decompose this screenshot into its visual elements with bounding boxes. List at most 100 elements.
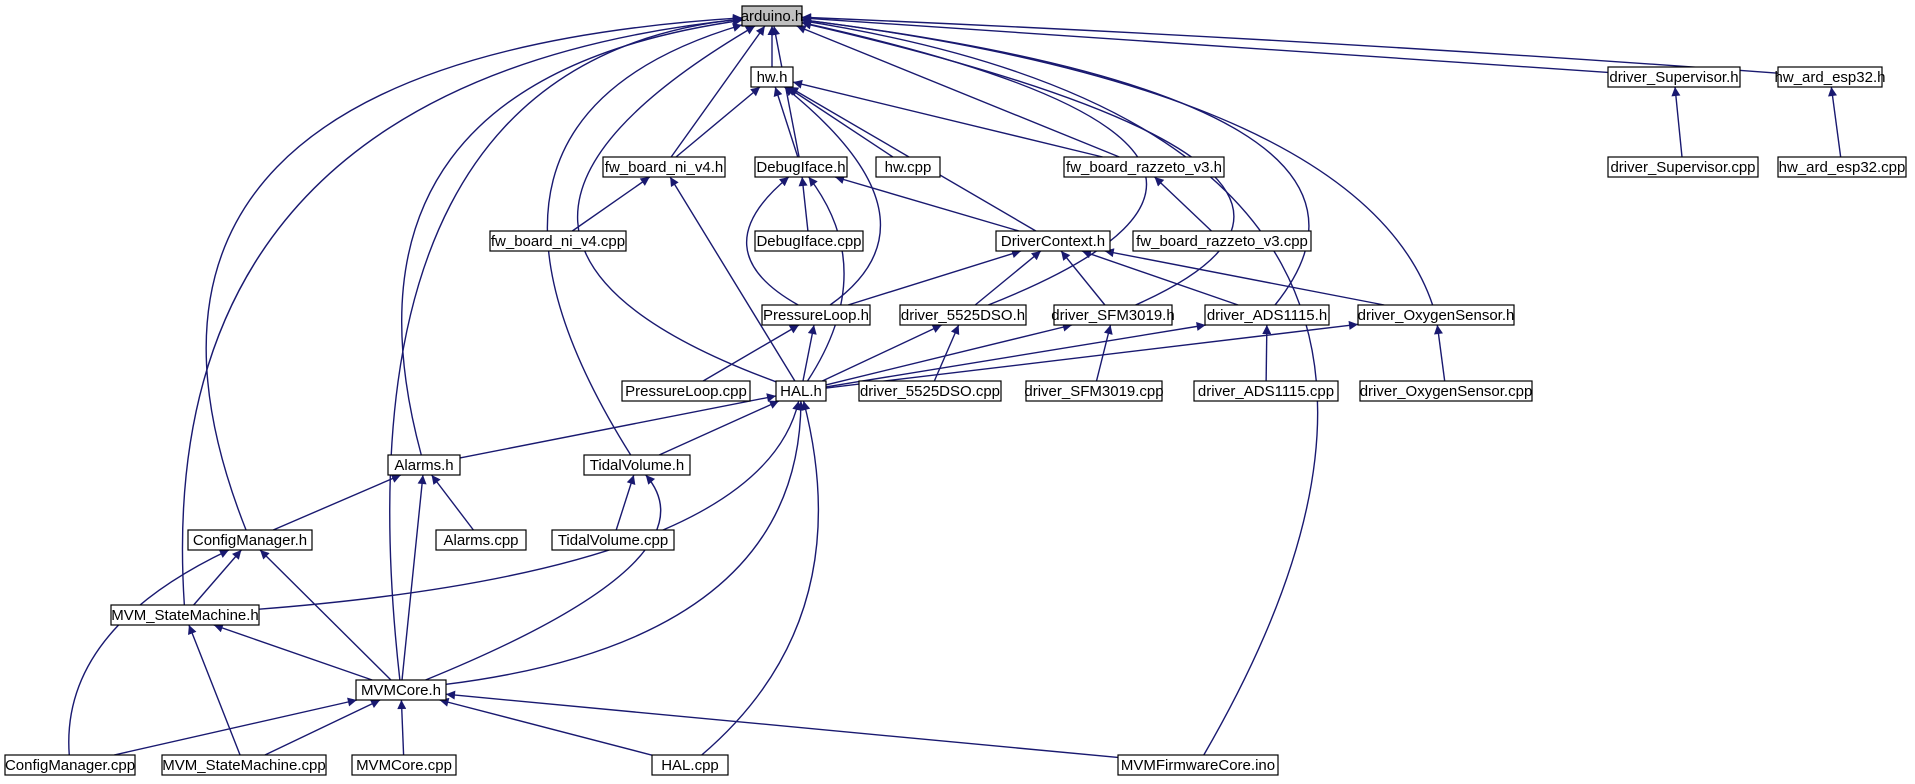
node-driver-supervisor-cpp[interactable]: driver_Supervisor.cpp	[1607, 156, 1759, 178]
node-driver-supervisor-h[interactable]: driver_Supervisor.h	[1607, 66, 1741, 88]
node-fw-board-ni-v4-cpp[interactable]: fw_board_ni_v4.cpp	[489, 230, 627, 252]
edge-mvm-statemachine-h-to-arduino-h	[181, 15, 743, 606]
edge-hal-h-to-driver-ads1115-h	[825, 322, 1206, 388]
node-box	[1607, 156, 1759, 178]
node-label: MVM_StateMachine.cpp	[162, 757, 325, 774]
edge-hal-h-to-driver-sfm3019-h	[825, 322, 1073, 386]
node-box	[775, 380, 827, 402]
node-label: hw.cpp	[885, 159, 932, 176]
edge-driver-oxygensensor-h-to-arduino-h	[801, 16, 1434, 306]
node-label: DebugIface.h	[756, 159, 845, 176]
node-label: driver_OxygenSensor.h	[1358, 307, 1515, 324]
edge-fw-board-razzeto-v3-cpp-to-fw-board-razzeto-v3-h	[1154, 176, 1212, 232]
node-driver-oxygensensor-h[interactable]: driver_OxygenSensor.h	[1357, 304, 1515, 326]
node-box	[899, 304, 1027, 326]
node-arduino-h[interactable]: arduino.h	[741, 5, 804, 27]
node-hw-ard-esp32-h[interactable]: hw_ard_esp32.h	[1775, 66, 1886, 88]
node-hw-h[interactable]: hw.h	[750, 66, 794, 88]
node-alarms-cpp[interactable]: Alarms.cpp	[435, 529, 527, 551]
node-label: driver_5525DSO.h	[901, 307, 1025, 324]
node-box	[387, 454, 461, 476]
node-hal-cpp[interactable]: HAL.cpp	[651, 754, 729, 776]
edge-configmanager-h-to-arduino-h	[205, 13, 743, 531]
edge-configmanager-cpp-to-configmanager-h	[68, 549, 230, 756]
edge-fw-board-razzeto-v3-h-to-arduino-h	[796, 25, 1120, 158]
node-driver-sfm3019-h[interactable]: driver_SFM3019.h	[1051, 304, 1175, 326]
node-fw-board-razzeto-v3-h[interactable]: fw_board_razzeto_v3.h	[1063, 156, 1225, 178]
node-tidalvolume-h[interactable]: TidalVolume.h	[583, 454, 691, 476]
edge-fw-board-ni-v4-h-to-hw-h	[675, 86, 761, 158]
node-label: ConfigManager.h	[193, 532, 307, 549]
node-alarms-h[interactable]: Alarms.h	[387, 454, 461, 476]
node-label: Alarms.cpp	[443, 532, 518, 549]
node-box	[754, 230, 864, 252]
node-label: fw_board_razzeto_v3.cpp	[1136, 233, 1308, 250]
node-box	[995, 230, 1111, 252]
node-label: MVMCore.cpp	[356, 757, 452, 774]
node-label: MVM_StateMachine.h	[111, 607, 259, 624]
node-hw-ard-esp32-cpp[interactable]: hw_ard_esp32.cpp	[1777, 156, 1907, 178]
edge-hal-h-to-arduino-h	[577, 25, 777, 383]
edge-pressureloop-h-to-hw-h	[784, 86, 881, 306]
edge-driver-ads1115-h-to-drivercontext-h	[1081, 249, 1239, 306]
edge-mvmfirmwarecore-ino-to-mvmcore-h	[445, 690, 1119, 759]
node-mvm-statemachine-cpp[interactable]: MVM_StateMachine.cpp	[161, 754, 327, 776]
node-box	[4, 754, 136, 776]
node-label: PressureLoop.h	[763, 307, 869, 324]
edge-configmanager-h-to-alarms-h	[272, 474, 402, 531]
node-tidalvolume-cpp[interactable]: TidalVolume.cpp	[551, 529, 675, 551]
node-label: TidalVolume.h	[590, 457, 685, 474]
edge-mvm-statemachine-h-to-hal-h	[258, 400, 802, 610]
node-debugiface-cpp[interactable]: DebugIface.cpp	[754, 230, 864, 252]
node-driver-5525dso-h[interactable]: driver_5525DSO.h	[899, 304, 1027, 326]
node-driver-oxygensensor-cpp[interactable]: driver_OxygenSensor.cpp	[1359, 380, 1533, 402]
node-label: driver_ADS1115.h	[1207, 307, 1327, 324]
edge-pressureloop-h-to-debugiface-h	[746, 176, 799, 306]
edge-pressureloop-h-to-drivercontext-h	[847, 249, 1022, 306]
node-mvmcore-cpp[interactable]: MVMCore.cpp	[351, 754, 457, 776]
node-driver-ads1115-cpp[interactable]: driver_ADS1115.cpp	[1193, 380, 1339, 402]
node-label: Alarms.h	[394, 457, 453, 474]
node-label: driver_Supervisor.h	[1609, 69, 1738, 86]
edge-driver-5525dso-h-to-drivercontext-h	[974, 250, 1042, 306]
edge-debugiface-cpp-to-debugiface-h	[798, 176, 809, 232]
edge-driver-supervisor-cpp-to-driver-supervisor-h	[1671, 86, 1683, 158]
node-fw-board-ni-v4-h[interactable]: fw_board_ni_v4.h	[602, 156, 726, 178]
node-hw-cpp[interactable]: hw.cpp	[875, 156, 941, 178]
edge-debugiface-h-to-arduino-h	[771, 25, 800, 158]
node-label: TidalVolume.cpp	[558, 532, 668, 549]
node-label: HAL.cpp	[661, 757, 719, 774]
node-mvmfirmwarecore-ino[interactable]: MVMFirmwareCore.ino	[1117, 754, 1279, 776]
node-drivercontext-h[interactable]: DriverContext.h	[995, 230, 1111, 252]
node-label: driver_ADS1115.cpp	[1198, 383, 1334, 400]
edge-hal-cpp-to-hal-h	[701, 400, 819, 756]
node-mvm-statemachine-h[interactable]: MVM_StateMachine.h	[110, 604, 260, 626]
node-pressureloop-cpp[interactable]: PressureLoop.cpp	[621, 380, 751, 402]
edge-mvm-statemachine-h-to-configmanager-h	[193, 549, 242, 606]
node-configmanager-h[interactable]: ConfigManager.h	[187, 529, 313, 551]
node-label: DebugIface.cpp	[756, 233, 861, 250]
edge-mvmcore-h-to-alarms-h	[401, 474, 427, 681]
edge-debugiface-h-to-hw-h	[773, 86, 799, 158]
node-debugiface-h[interactable]: DebugIface.h	[754, 156, 848, 178]
node-label: DriverContext.h	[1001, 233, 1105, 250]
node-fw-board-razzeto-v3-cpp[interactable]: fw_board_razzeto_v3.cpp	[1132, 230, 1312, 252]
edge-mvmcore-h-to-hal-h	[445, 400, 806, 686]
node-driver-ads1115-h[interactable]: driver_ADS1115.h	[1204, 304, 1330, 326]
edge-configmanager-cpp-to-mvmcore-h	[113, 697, 358, 756]
node-driver-sfm3019-cpp[interactable]: driver_SFM3019.cpp	[1024, 380, 1164, 402]
edge-tidalvolume-h-to-hal-h	[658, 400, 780, 456]
node-label: MVMFirmwareCore.ino	[1121, 757, 1275, 774]
node-box	[551, 529, 675, 551]
node-box	[583, 454, 691, 476]
node-driver-5525dso-cpp[interactable]: driver_5525DSO.cpp	[858, 380, 1002, 402]
node-label: MVMCore.h	[361, 682, 441, 699]
edge-hw-cpp-to-hw-h	[786, 86, 894, 158]
node-configmanager-cpp[interactable]: ConfigManager.cpp	[4, 754, 136, 776]
node-hal-h[interactable]: HAL.h	[775, 380, 827, 402]
edge-tidalvolume-h-to-arduino-h	[546, 23, 743, 456]
node-mvmcore-h[interactable]: MVMCore.h	[355, 679, 447, 701]
node-box	[1607, 66, 1741, 88]
node-pressureloop-h[interactable]: PressureLoop.h	[761, 304, 871, 326]
